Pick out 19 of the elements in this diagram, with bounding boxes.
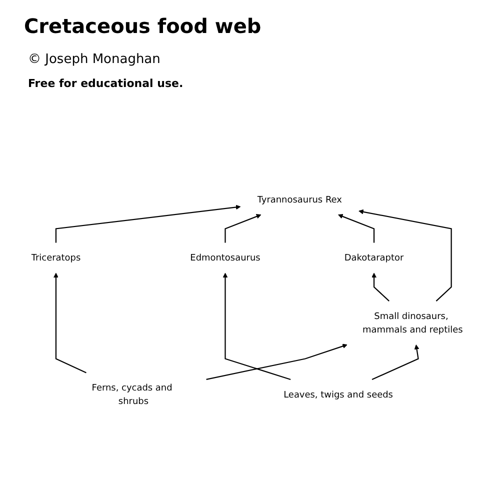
node-text: Small dinosaurs, mammals and reptiles [362, 310, 463, 334]
node-text: Dakotaraptor [344, 252, 404, 262]
diagram-title: Cretaceous food web [24, 14, 262, 38]
node-text: Ferns, cycads and shrubs [92, 382, 172, 406]
node-text: Triceratops [31, 252, 81, 262]
node-text: Tyrannosaurus Rex [257, 194, 342, 204]
arrow [206, 343, 348, 380]
arrow [54, 272, 86, 373]
arrow [372, 272, 390, 301]
arrow [224, 214, 262, 242]
node-text: Leaves, twigs and seeds [284, 388, 393, 400]
arrow [222, 272, 291, 380]
copyright-note: © Joseph Monaghan [28, 52, 162, 67]
arrow [55, 204, 241, 242]
arrow [338, 214, 375, 242]
node-text: Edmontosaurus [190, 252, 260, 262]
arrow [358, 208, 452, 301]
arrow [372, 344, 420, 380]
usage-note: Free for educational use. [28, 77, 184, 90]
